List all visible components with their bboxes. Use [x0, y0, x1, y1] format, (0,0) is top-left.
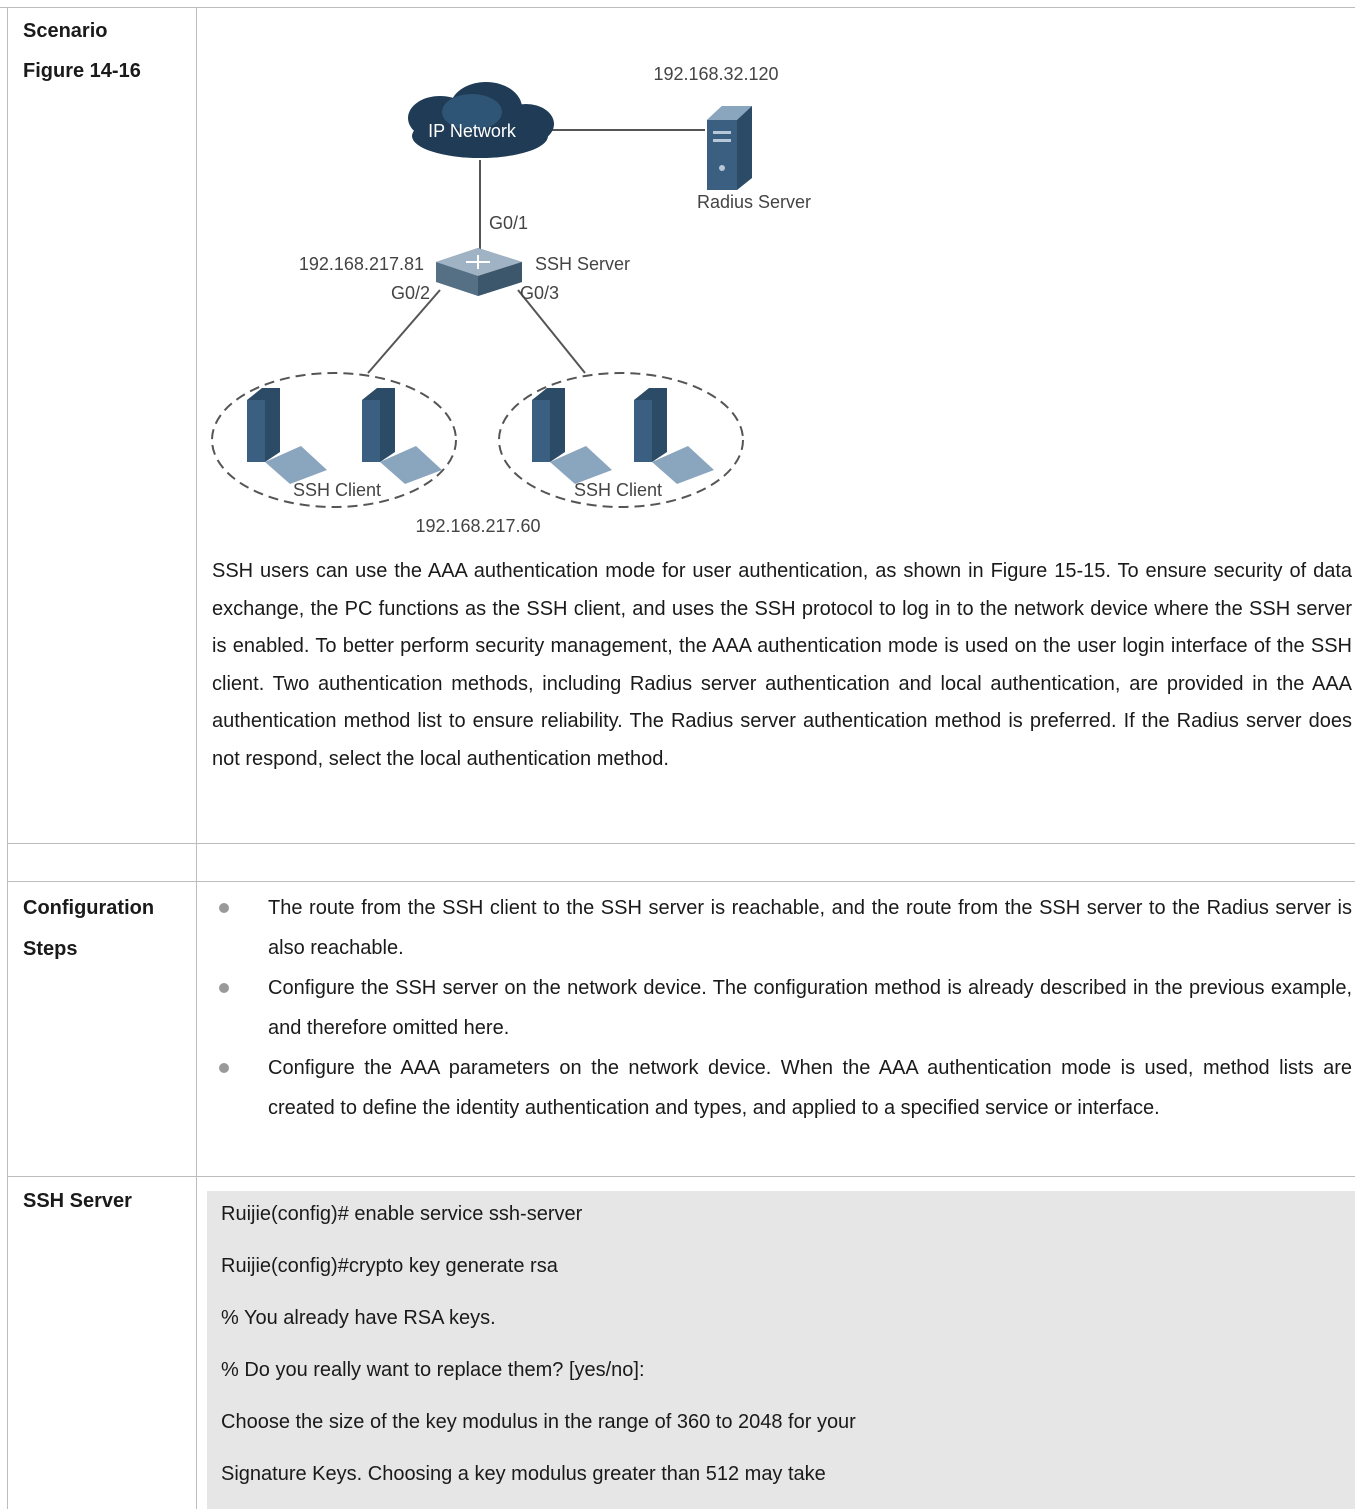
ip-network-cloud-icon: [408, 82, 554, 158]
table-left-border: [7, 7, 8, 1509]
code-line: Ruijie(config)#crypto key generate rsa: [221, 1255, 558, 1277]
step-item: Configure the SSH server on the network …: [212, 968, 1352, 1048]
row-divider-1: [7, 843, 1355, 844]
row-divider-2: [7, 881, 1355, 882]
port-g01: G0/1: [489, 213, 528, 233]
table-top-border: [0, 7, 1355, 8]
step-text: Configure the AAA parameters on the netw…: [268, 1057, 1352, 1119]
pc-icon: [634, 388, 714, 484]
client-group-right-boundary: [498, 372, 744, 508]
row-divider-3: [7, 1176, 1355, 1177]
step-text: Configure the SSH server on the network …: [268, 977, 1352, 1039]
client-group-left-boundary: [211, 372, 457, 508]
configuration-steps-list: The route from the SSH client to the SSH…: [212, 888, 1352, 1128]
link-switch-left: [367, 289, 441, 374]
step-item: Configure the AAA parameters on the netw…: [212, 1048, 1352, 1128]
cloud-label: IP Network: [428, 121, 517, 141]
code-line: % You already have RSA keys.: [221, 1307, 496, 1329]
port-g03: G0/3: [520, 283, 559, 303]
client-label-right: SSH Client: [574, 480, 662, 500]
table-column-divider: [196, 7, 197, 1509]
radius-ip: 192.168.32.120: [653, 64, 778, 84]
code-line: Choose the size of the key modulus in th…: [221, 1411, 856, 1433]
figure-label: Figure 14-16: [23, 60, 141, 82]
ssh-server-switch-icon: [436, 248, 522, 296]
server-label: SSH Server: [535, 254, 630, 274]
server-ip: 192.168.217.81: [299, 254, 424, 274]
pc-icon: [247, 388, 327, 484]
step-text: The route from the SSH client to the SSH…: [268, 897, 1352, 959]
scenario-label: Scenario: [23, 20, 108, 42]
bullet-icon: [219, 903, 229, 913]
network-diagram: IP Network 192.168.32.120 Radius Server …: [211, 64, 811, 536]
bullet-icon: [219, 983, 229, 993]
bullet-icon: [219, 1063, 229, 1073]
link-switch-right: [517, 289, 586, 374]
client-ip: 192.168.217.60: [415, 516, 540, 536]
config-steps-label-line1: Configuration: [23, 897, 155, 919]
step-item: The route from the SSH client to the SSH…: [212, 888, 1352, 968]
code-line: Signature Keys. Choosing a key modulus g…: [221, 1463, 826, 1485]
code-line: Ruijie(config)# enable service ssh-serve…: [221, 1203, 583, 1225]
pc-icon: [362, 388, 442, 484]
cli-code-block: Ruijie(config)# enable service ssh-serve…: [207, 1191, 1355, 1509]
port-g02: G0/2: [391, 283, 430, 303]
config-steps-label-line2: Steps: [23, 938, 78, 960]
code-line: % Do you really want to replace them? [y…: [221, 1359, 645, 1381]
pc-icon: [532, 388, 612, 484]
scenario-description: SSH users can use the AAA authentication…: [212, 560, 1352, 770]
client-label-left: SSH Client: [293, 480, 381, 500]
radius-label: Radius Server: [697, 192, 811, 212]
ssh-server-label: SSH Server: [23, 1190, 132, 1212]
radius-server-icon: [707, 106, 752, 190]
